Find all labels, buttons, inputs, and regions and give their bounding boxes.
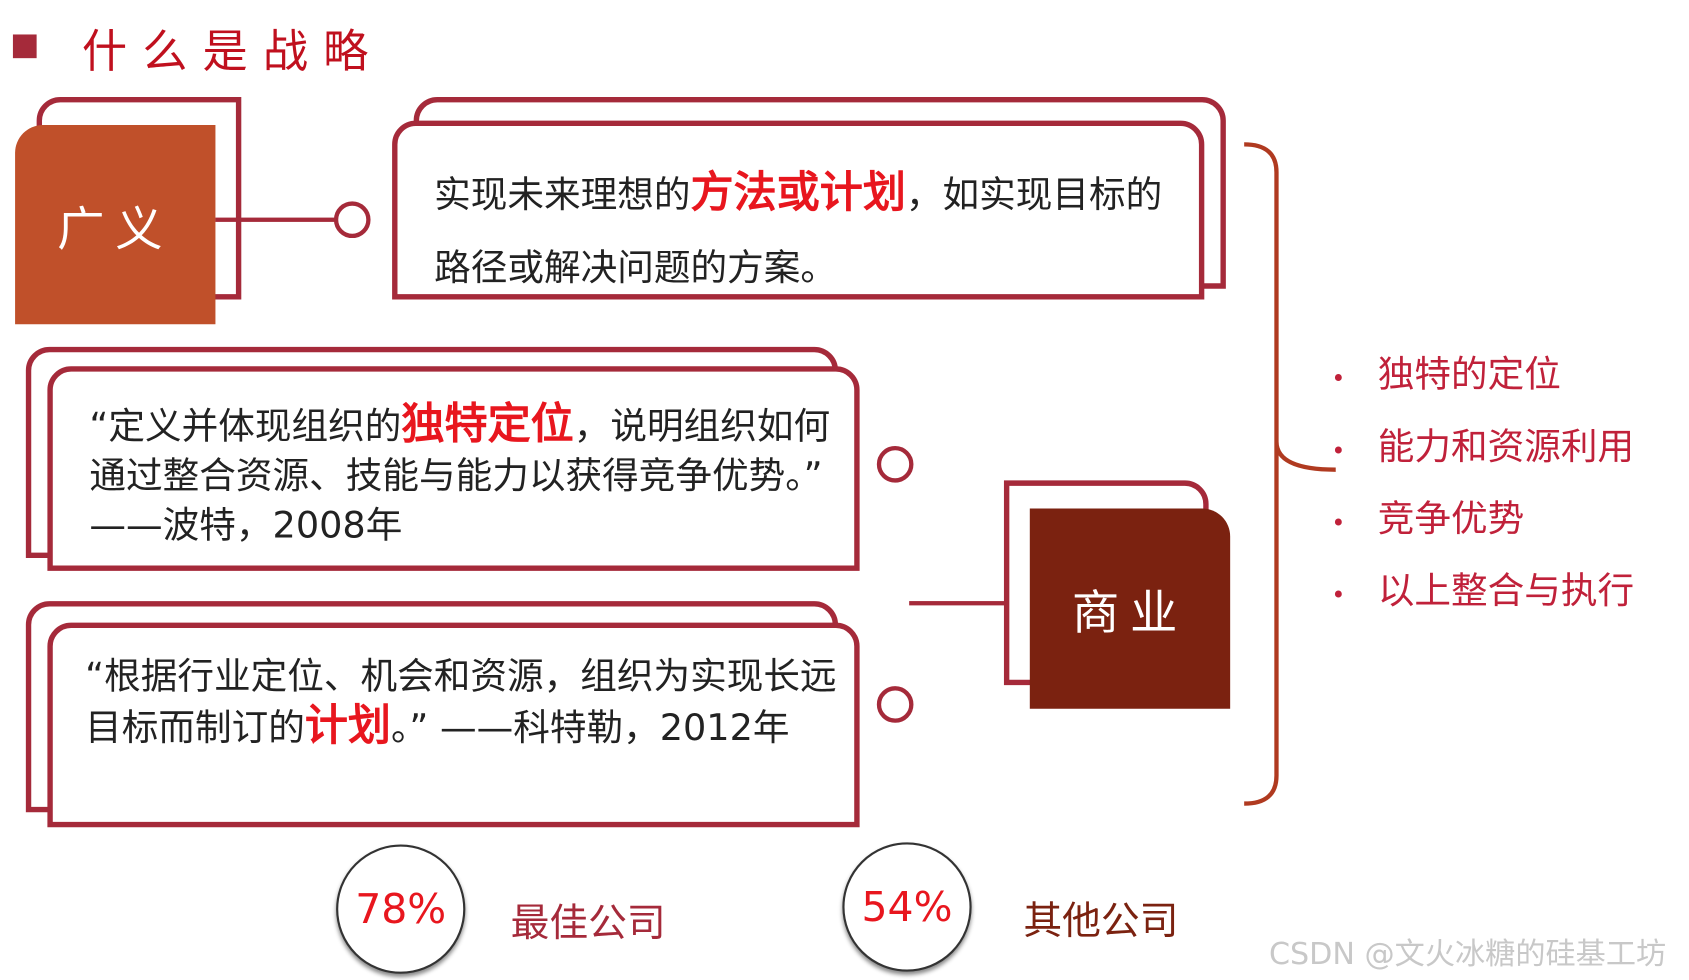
text: “根据行业定位、机会和资源，组织为实现长远目标而制订的 bbox=[85, 654, 837, 750]
bullet-text: 能力和资源利用 bbox=[1377, 425, 1635, 469]
bullet-list: •独特的定位 •能力和资源利用 •竞争优势 •以上整合与执行 bbox=[1331, 345, 1634, 634]
brace bbox=[1244, 142, 1336, 806]
text: 。” ——科特勒，2012年 bbox=[391, 706, 790, 750]
connector-line bbox=[909, 601, 1039, 606]
text: “定义并体现组织的 bbox=[89, 405, 402, 449]
bullet-text: 以上整合与执行 bbox=[1377, 569, 1635, 613]
text: 实现未来理想的 bbox=[434, 173, 691, 217]
business-label: 商业 bbox=[1029, 508, 1231, 709]
connector-circle bbox=[876, 686, 914, 723]
bullet-item: •竞争优势 bbox=[1331, 497, 1525, 541]
connector-circle bbox=[333, 201, 371, 239]
connector-line bbox=[215, 217, 337, 222]
highlight: 方法或计划 bbox=[690, 168, 906, 218]
text: ，说明组织如何通过整合资源、技能与能力以获得竞争优势。” ——波特，2008年 bbox=[89, 405, 831, 548]
bullet-item: •以上整合与执行 bbox=[1331, 569, 1635, 613]
page-title: 什么是战略 bbox=[81, 24, 384, 78]
stat-other-value: 54% bbox=[842, 842, 972, 972]
quote-porter: “定义并体现组织的独特定位，说明组织如何通过整合资源、技能与能力以获得竞争优势。… bbox=[47, 366, 860, 571]
broad-label: 广义 bbox=[15, 124, 216, 325]
bullet-item: •能力和资源利用 bbox=[1331, 425, 1635, 469]
bullet-text: 独特的定位 bbox=[1377, 353, 1561, 397]
title-marker bbox=[12, 34, 37, 59]
highlight: 计划 bbox=[304, 701, 392, 751]
highlight: 独特定位 bbox=[401, 399, 574, 450]
stat-best-label: 最佳公司 bbox=[510, 901, 666, 946]
bullet-item: •独特的定位 bbox=[1331, 353, 1561, 397]
text: ，如实现目标的路径或解决问题的方案。 bbox=[434, 173, 1163, 290]
stat-best-value: 78% bbox=[336, 844, 466, 974]
csdn-credit: CSDN @文火冰糖的硅基工坊 bbox=[1268, 936, 1667, 972]
bullet-text: 竞争优势 bbox=[1377, 497, 1525, 541]
broad-definition: 实现未来理想的方法或计划，如实现目标的路径或解决问题的方案。 bbox=[392, 120, 1205, 300]
stat-other-label: 其他公司 bbox=[1023, 899, 1179, 944]
quote-kotler: “根据行业定位、机会和资源，组织为实现长远目标而制订的计划。” ——科特勒，20… bbox=[47, 622, 860, 828]
connector-circle bbox=[876, 445, 914, 483]
